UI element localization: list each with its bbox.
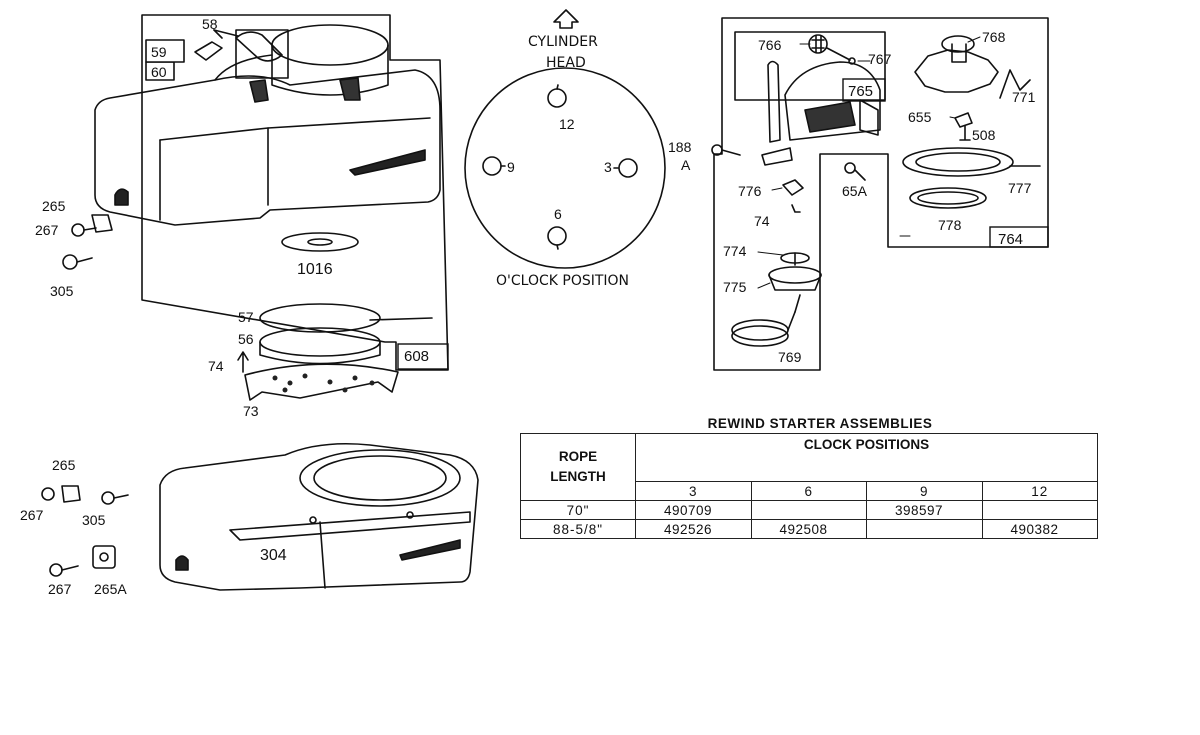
label-655: 655	[908, 109, 932, 125]
label-74: 74	[208, 358, 224, 374]
label-305-b: 305	[82, 512, 106, 528]
screw-305-b	[101, 491, 115, 505]
part-number-cell: 398597	[866, 500, 983, 520]
rewind-starter-table: ROPE LENGTH CLOCK POSITIONS 3 6 9 12 70"…	[520, 433, 1098, 539]
part-number-cell	[750, 500, 867, 520]
label-305: 305	[50, 283, 74, 299]
label-769: 769	[778, 349, 802, 365]
label-764: 764	[998, 231, 1023, 248]
clock-position-diagram	[464, 9, 666, 269]
washer-778	[909, 187, 987, 209]
position-col: 9	[866, 481, 983, 501]
position-col: 6	[750, 481, 867, 501]
label-774: 774	[723, 243, 747, 259]
spring-777	[902, 147, 1014, 177]
bracket-265	[91, 214, 113, 233]
label-188a: A	[681, 157, 691, 173]
part-number-cell	[866, 519, 983, 539]
clip-58	[235, 31, 283, 62]
screen-766	[808, 34, 828, 54]
label-265a: 265A	[94, 581, 127, 597]
label-771: 771	[1012, 89, 1036, 105]
label-65a: 65A	[842, 183, 868, 199]
cylinder-head-arrow	[553, 9, 579, 29]
label-56: 56	[238, 331, 254, 347]
ratchet-768	[914, 49, 999, 93]
label-265: 265	[42, 198, 66, 214]
label-776: 776	[738, 183, 762, 199]
spring-57	[259, 303, 381, 333]
pulley-775	[768, 266, 822, 284]
label-768: 768	[982, 29, 1006, 45]
label-267-c: 267	[48, 581, 72, 597]
table-header-row: ROPE LENGTH CLOCK POSITIONS	[520, 433, 1098, 501]
rope-length-cell: 88-5/8"	[520, 519, 636, 539]
table-title: REWIND STARTER ASSEMBLIES	[707, 416, 933, 431]
blower-housing-group	[62, 14, 449, 401]
table-row: 70" 490709 398597	[520, 500, 1098, 520]
label-608: 608	[404, 348, 429, 365]
clock-positions-header: CLOCK POSITIONS	[635, 433, 1098, 482]
starter-assembly-group	[711, 17, 1049, 371]
label-508: 508	[972, 127, 996, 143]
label-265-b: 265	[52, 457, 76, 473]
rope-769	[731, 319, 789, 341]
group-outline-608	[141, 14, 449, 371]
label-clock-3: 3	[604, 159, 612, 175]
label-777: 777	[1008, 180, 1032, 196]
part-number-cell: 492508	[750, 519, 867, 539]
part-number-cell: 490382	[981, 519, 1098, 539]
part-number-cell: 490709	[635, 500, 752, 520]
part-number-cell	[981, 500, 1098, 520]
label-clock-6: 6	[554, 206, 562, 222]
positions-row: 3 6 9 12	[521, 481, 1098, 501]
blower-housing-lower	[41, 442, 479, 591]
rope-header-line2: LENGTH	[550, 469, 606, 484]
label-775: 775	[723, 279, 747, 295]
label-60: 60	[151, 64, 167, 80]
screw-267-c	[49, 563, 63, 577]
label-778: 778	[938, 217, 962, 233]
rope-length-header: ROPE LENGTH	[520, 433, 636, 501]
label-267: 267	[35, 222, 59, 238]
screen-73	[244, 363, 399, 401]
label-oclock-position: O'CLOCK POSITION	[496, 273, 629, 289]
clip-59	[194, 41, 223, 61]
label-767: 767	[868, 51, 892, 67]
label-188: 188	[668, 139, 692, 155]
label-cylinder: CYLINDER	[528, 34, 598, 50]
screw-267-b	[41, 487, 55, 501]
label-267-b: 267	[20, 507, 44, 523]
blower-housing	[94, 69, 441, 226]
label-73: 73	[243, 403, 259, 419]
screw-305	[62, 254, 78, 270]
label-304: 304	[260, 547, 287, 564]
label-74-b: 74	[754, 213, 770, 229]
label-57: 57	[238, 309, 254, 325]
label-59: 59	[151, 44, 167, 60]
label-765: 765	[848, 83, 873, 100]
bracket-265-b	[61, 485, 81, 503]
rope-length-cell: 70"	[520, 500, 636, 520]
position-col: 12	[981, 481, 1098, 501]
inset-box-59	[145, 39, 185, 63]
position-col: 3	[635, 481, 752, 501]
bracket-265a	[92, 545, 116, 569]
label-clock-12: 12	[559, 116, 575, 132]
group-outline-764	[713, 17, 1049, 371]
screw-267	[71, 223, 85, 237]
part-number-cell: 492526	[635, 519, 752, 539]
table-row: 88-5/8" 492526 492508 490382	[520, 519, 1098, 539]
washer-1016	[281, 232, 359, 252]
label-766: 766	[758, 37, 782, 53]
clock-circle	[464, 67, 666, 269]
label-head: HEAD	[546, 55, 586, 71]
rope-header-line1: ROPE	[558, 449, 598, 464]
label-1016: 1016	[297, 261, 333, 278]
rewind-starter-table-panel: REWIND STARTER ASSEMBLIES ROPE LENGTH CL…	[520, 416, 1100, 539]
label-clock-9: 9	[507, 159, 515, 175]
label-58: 58	[202, 16, 218, 32]
part-labels: 58 59 60 265 267 305 1016 57 56 74 73 60…	[20, 16, 1036, 597]
